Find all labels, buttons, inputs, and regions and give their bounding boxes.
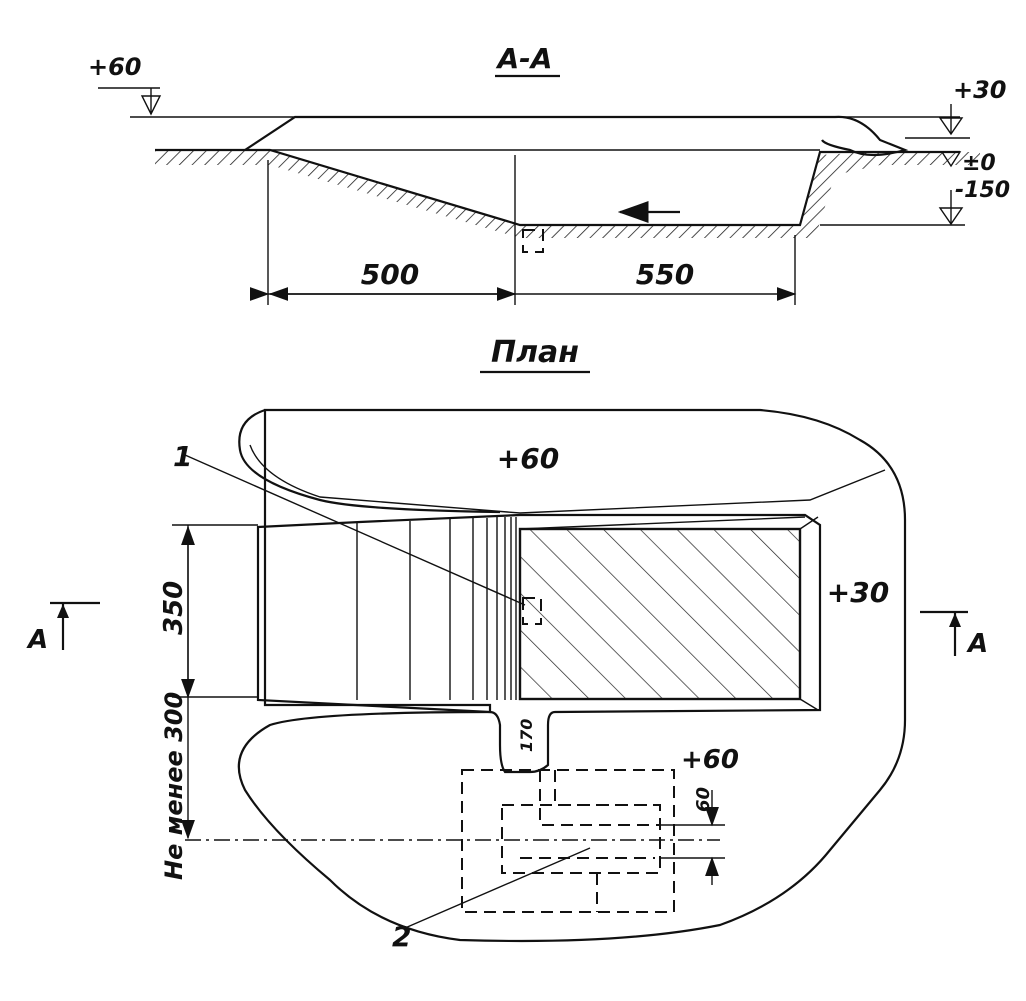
trough-bottom-hatch <box>518 527 802 701</box>
slope-zone <box>257 517 517 700</box>
berm-outline <box>237 408 907 943</box>
svg-text:+30: +30 <box>953 76 1007 104</box>
svg-text:500: 500 <box>361 258 419 291</box>
svg-text:А: А <box>26 625 48 655</box>
elevation-marks-right: +30 ±0 -150 <box>905 76 1010 226</box>
svg-text:550: 550 <box>636 258 694 291</box>
svg-text:1: 1 <box>173 440 192 473</box>
callout-2: 2 <box>392 847 591 953</box>
plan-title: План <box>491 335 579 370</box>
plan-left-dimensions: 350 Не менее 300 <box>159 524 720 880</box>
svg-text:Не менее 300: Не менее 300 <box>160 692 188 880</box>
callout-1: 1 <box>173 440 526 606</box>
svg-text:А: А <box>966 629 988 659</box>
dim-small-60: 60 <box>660 787 725 885</box>
elevation-marker-plus60: +60 <box>88 53 162 116</box>
plan-elev-bottom: +60 <box>681 745 739 775</box>
section-view: А-А +60 +30 ±0 -150 <box>88 42 1010 305</box>
ground-line <box>155 148 960 227</box>
plan-elev-right: +30 <box>827 576 889 609</box>
svg-text:+60: +60 <box>88 53 142 81</box>
ground-hatch <box>155 150 980 238</box>
svg-text:±0: ±0 <box>962 151 996 176</box>
svg-text:60: 60 <box>693 787 714 812</box>
svg-text:-150: -150 <box>955 178 1010 203</box>
plan-elev-top: +60 <box>497 442 559 475</box>
plan-drain-box <box>522 597 542 625</box>
cut-marker-left: А <box>26 601 100 655</box>
section-dimensions: 500 550 <box>249 155 797 305</box>
trough-outline <box>256 513 822 774</box>
berm-inner <box>249 444 886 514</box>
dim-channel: 170 <box>517 719 536 752</box>
section-title: А-А <box>496 42 553 75</box>
cut-marker-right: А <box>920 610 988 659</box>
svg-text:350: 350 <box>159 581 189 635</box>
section-drain-box <box>522 229 544 253</box>
svg-text:2: 2 <box>392 920 411 953</box>
embankment <box>244 115 909 157</box>
settling-tank-dashed <box>461 769 675 913</box>
plan-view: План +60 +30 +60 1 <box>26 335 988 953</box>
